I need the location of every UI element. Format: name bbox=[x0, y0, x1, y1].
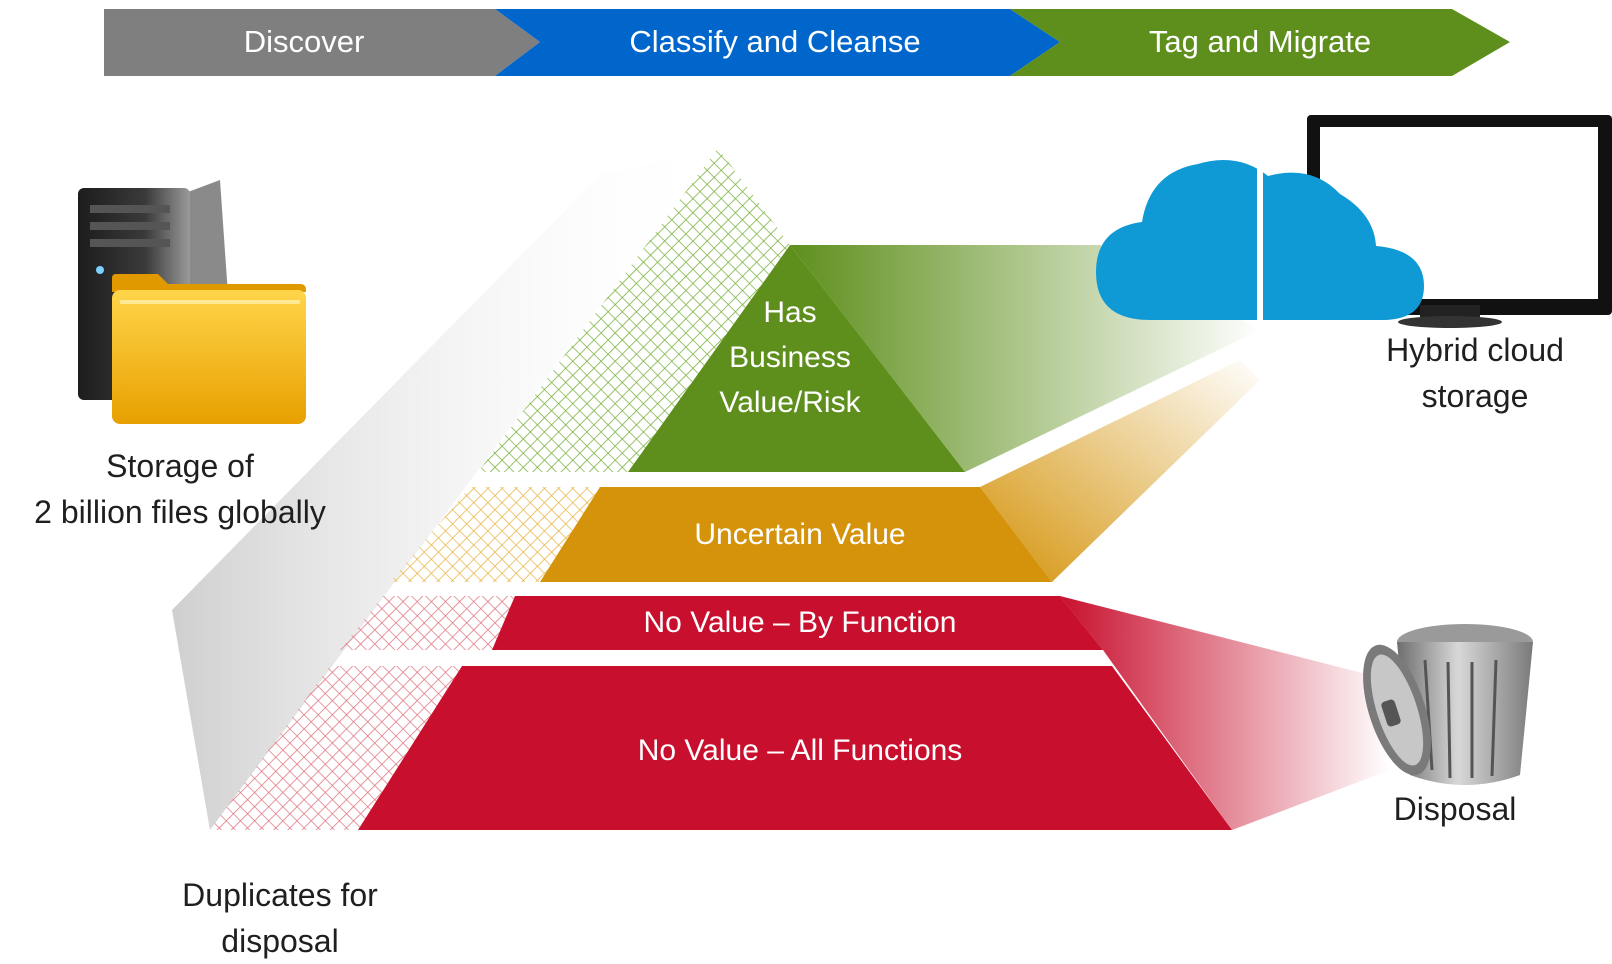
tier-all-functions-shape bbox=[358, 666, 1232, 830]
tier-has-value-label: Has Business Value/Risk bbox=[690, 290, 890, 425]
tier-all-functions-label: No Value – All Functions bbox=[637, 734, 963, 767]
step-classify-arrow bbox=[495, 9, 1060, 76]
step-tag-arrow bbox=[1010, 9, 1510, 76]
duplicates-fade-band bbox=[172, 148, 718, 830]
hybrid-cloud-line1: Hybrid cloud bbox=[1386, 332, 1564, 368]
tier-by-function-shape bbox=[492, 596, 1103, 650]
server-folder-icon bbox=[78, 180, 306, 424]
source-storage-line2: 2 billion files globally bbox=[34, 494, 326, 530]
tier-uncertain-shape bbox=[540, 487, 1052, 582]
hatch-gold bbox=[390, 487, 600, 582]
tier-uncertain-label: Uncertain Value bbox=[694, 518, 906, 551]
step-discover-arrow bbox=[104, 9, 540, 76]
step-discover-label: Discover bbox=[243, 24, 365, 59]
hybrid-cloud-line2: storage bbox=[1421, 378, 1529, 414]
source-storage-line1: Storage of bbox=[106, 448, 254, 484]
hybrid-cloud-label: Hybrid cloud storage bbox=[1355, 327, 1595, 419]
hatch-red-bottom bbox=[210, 666, 462, 830]
tier-has-value-shape bbox=[628, 245, 965, 472]
tier-by-function-label: No Value – By Function bbox=[643, 606, 957, 639]
duplicates-label: Duplicates for disposal bbox=[140, 872, 420, 964]
trash-bin-icon bbox=[1363, 624, 1533, 785]
gold-fan bbox=[980, 360, 1260, 582]
tier-has-value-line1: Has bbox=[763, 296, 817, 329]
tier-has-value-line3: Value/Risk bbox=[719, 386, 861, 419]
duplicates-line1: Duplicates for bbox=[182, 877, 378, 913]
cloud-monitor-icon bbox=[1096, 115, 1612, 328]
tier-has-value-line2: Business bbox=[729, 341, 851, 374]
red-fan bbox=[1060, 596, 1390, 830]
disposal-label: Disposal bbox=[1393, 791, 1517, 827]
step-classify-label: Classify and Cleanse bbox=[629, 24, 921, 59]
step-tag-label: Tag and Migrate bbox=[1148, 24, 1372, 59]
duplicates-line2: disposal bbox=[221, 923, 339, 959]
source-storage-label: Storage of 2 billion files globally bbox=[0, 443, 360, 535]
hatch-red-top bbox=[340, 596, 515, 650]
hatch-green bbox=[478, 148, 790, 472]
